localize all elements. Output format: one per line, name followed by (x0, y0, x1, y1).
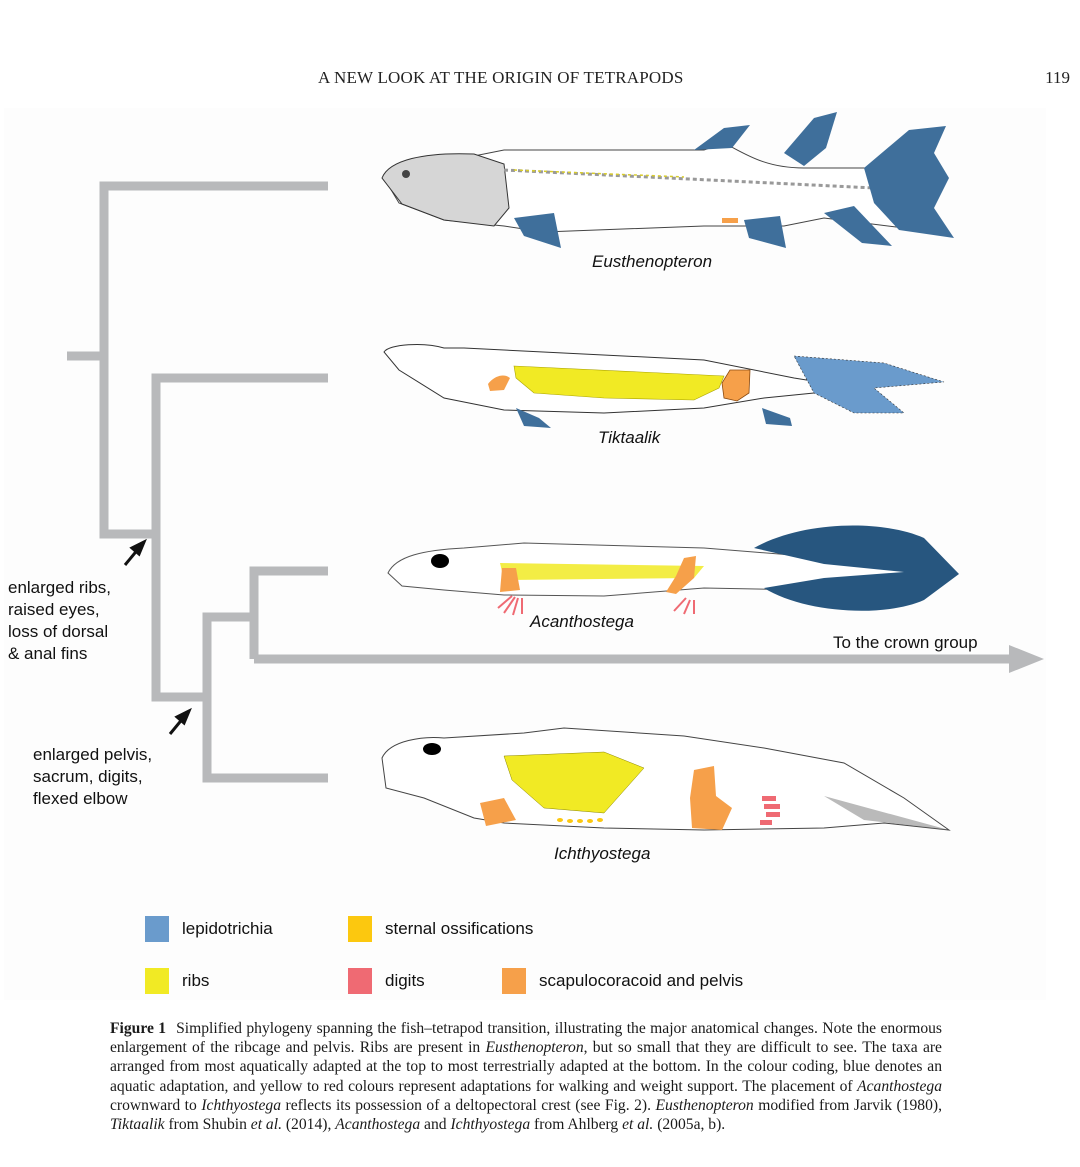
legend-swatch (502, 968, 526, 994)
tree-branch-acanthostega (249, 566, 328, 659)
crown-arrowhead (1009, 645, 1044, 673)
legend-item-sternal-ossifications: sternal ossifications (348, 916, 533, 942)
legend-item-ribs: ribs (145, 968, 209, 994)
legend-label: digits (385, 971, 425, 990)
eusthenopteron-eye (402, 170, 410, 178)
ichthyostega-pelvis (690, 766, 732, 830)
ichthyostega-eye (423, 743, 441, 755)
caption-etal: et al. (622, 1116, 654, 1134)
ichthyostega-sternal (557, 818, 603, 823)
tiktaalik-pelvic-fin (762, 408, 792, 426)
caption-taxon: Eusthenopteron (655, 1096, 754, 1114)
caption-text: from Ahlberg (530, 1116, 623, 1134)
tiktaalik-ribs (513, 365, 725, 401)
taxon-label-acanthostega: Acanthostega (530, 612, 634, 631)
caption-text: (2005a, b). (653, 1116, 726, 1134)
tree-branch-ichthyostega (202, 612, 328, 783)
legend-swatch (348, 916, 372, 942)
eusthenopteron-illustration (381, 112, 954, 248)
phylogeny-figure (67, 112, 1044, 831)
legend-label: sternal ossifications (385, 919, 534, 938)
taxon-label-ichthyostega: Ichthyostega (554, 844, 651, 863)
eusthenopteron-spine (503, 168, 875, 190)
legend-swatch (145, 968, 169, 994)
acanthostega-digits (497, 595, 695, 616)
ichthyostega-illustration (381, 727, 951, 831)
eusthenopteron-dorsal-fin-2 (784, 112, 837, 166)
legend-swatch (145, 916, 169, 942)
legend-item-scapulocoracoid-and-pelvis: scapulocoracoid and pelvis (502, 968, 743, 994)
arrow-node-2 (168, 707, 192, 735)
legend-label: scapulocoracoid and pelvis (539, 971, 744, 990)
node-1-annotation: enlarged ribs, raised eyes, loss of dors… (8, 578, 112, 663)
caption-taxon: Ichthyostega (450, 1116, 531, 1134)
tiktaalik-illustration (383, 344, 945, 428)
caption-taxon: Tiktaalik (110, 1116, 165, 1134)
ichthyostega-shoulder-girdle (480, 798, 516, 826)
arrow-node-1 (123, 538, 147, 566)
acanthostega-tail-fin (754, 525, 959, 611)
eusthenopteron-anal-fin (824, 206, 892, 246)
legend-label: ribs (182, 971, 210, 990)
caption-text: Simplified phylogeny spanning the fish–t… (110, 1020, 942, 1057)
caption-etal: et al. (250, 1116, 282, 1134)
caption-text: from Shubin (164, 1116, 251, 1134)
crown-group-label: To the crown group (833, 633, 978, 652)
caption-text: (2014), (281, 1116, 336, 1134)
eusthenopteron-head (381, 153, 510, 227)
taxon-label-eusthenopteron: Eusthenopteron (592, 252, 713, 271)
tiktaalik-pectoral-fin (516, 408, 551, 428)
caption-text: and (420, 1116, 451, 1134)
eusthenopteron-tail-fin (864, 126, 954, 238)
tree-branch-eusthenopteron (99, 181, 328, 539)
tiktaalik-tail-fin (793, 355, 945, 414)
node-2-annotation: enlarged pelvis, sacrum, digits, flexed … (33, 745, 153, 808)
caption-text: , but so small that they are difficult t… (110, 1039, 942, 1095)
taxon-label-tiktaalik: Tiktaalik (598, 428, 661, 447)
legend-item-lepidotrichia: lepidotrichia (145, 916, 273, 942)
legend-item-digits: digits (348, 968, 425, 994)
figure-label: Figure 1 (110, 1020, 167, 1037)
eusthenopteron-pelvis (722, 218, 738, 223)
eusthenopteron-pelvic-fin (744, 216, 786, 248)
ichthyostega-body (381, 727, 951, 831)
page-number: 119 (1045, 68, 1070, 87)
acanthostega-ribs (500, 563, 704, 580)
eusthenopteron-pectoral-fin (514, 213, 561, 248)
legend-swatch (348, 968, 372, 994)
eusthenopteron-ribs-trace (513, 169, 685, 178)
ichthyostega-ribs (503, 751, 645, 814)
eusthenopteron-dorsal-fin-1 (694, 125, 750, 150)
tiktaalik-pelvis (721, 369, 751, 402)
acanthostega-illustration (387, 525, 959, 616)
caption-taxon: Acanthostega (335, 1116, 421, 1134)
caption-taxon: Acanthostega (857, 1077, 942, 1095)
phylogeny-tree (67, 181, 1014, 783)
figure-1: Eusthenopteron Tiktaalik Acanthostega Ic… (4, 108, 1046, 1000)
acanthostega-shoulder-girdle (500, 568, 520, 592)
tree-branch-tiktaalik (151, 373, 328, 702)
acanthostega-pelvis (666, 556, 696, 594)
ichthyostega-tail (824, 796, 949, 830)
caption-text: crownward to (110, 1096, 202, 1114)
caption-taxon: Eusthenopteron (485, 1039, 584, 1057)
caption-text: modified from Jarvik (1980), (753, 1096, 942, 1114)
caption-text: reflects its possession of a deltopector… (281, 1096, 656, 1114)
ichthyostega-digits (760, 796, 780, 825)
running-title: A NEW LOOK AT THE ORIGIN OF TETRAPODS (318, 68, 684, 87)
legend-label: lepidotrichia (182, 919, 273, 938)
caption-taxon: Ichthyostega (201, 1096, 282, 1114)
acanthostega-eye (431, 554, 449, 568)
tiktaalik-shoulder-girdle (488, 375, 510, 391)
